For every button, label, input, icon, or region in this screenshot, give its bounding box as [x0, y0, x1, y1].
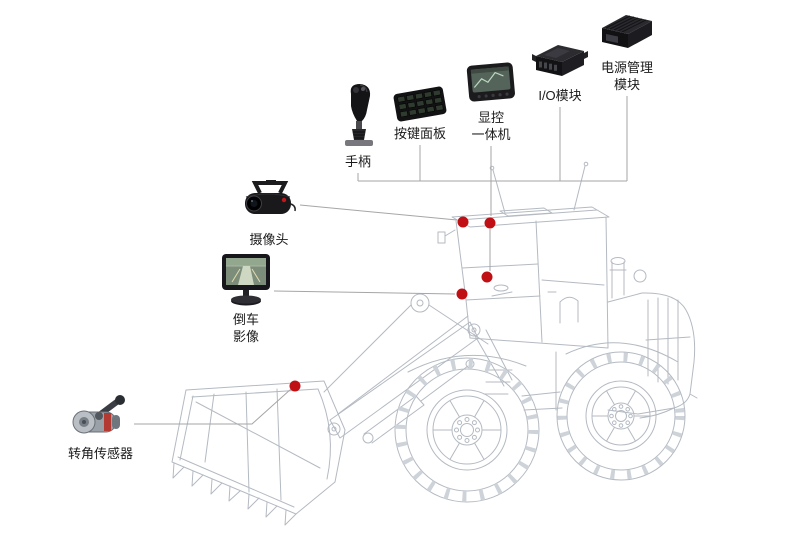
component-label: 手柄 [344, 154, 371, 169]
marker-windshield [481, 271, 493, 283]
component-label: 摄像头 [249, 232, 289, 247]
component-keypad: 按键面板 [392, 82, 448, 143]
component-label: 转角传感器 [68, 446, 134, 461]
power-module-icon [602, 15, 652, 48]
component-joystick: 手柄 [336, 82, 380, 171]
component-angle-sensor: 转角传感器 [68, 394, 134, 463]
front-tyre-tread [395, 358, 539, 502]
display-unit-icon [466, 62, 515, 102]
component-power-module: 电源管理 模块 [596, 10, 658, 94]
marker-cab-roof-left [457, 216, 469, 228]
component-label: 显控 一体机 [471, 110, 511, 142]
component-label: I/O模块 [538, 88, 582, 103]
line-rearview-monitor [273, 290, 456, 295]
camera-icon [245, 180, 296, 214]
component-label: 电源管理 模块 [600, 60, 653, 92]
component-io-module: I/O模块 [530, 40, 590, 105]
marker-cab-roof-right [484, 217, 496, 229]
component-camera: 摄像头 [240, 180, 298, 249]
component-label: 倒车 影像 [232, 312, 259, 344]
marker-cab-lower [456, 288, 468, 300]
line-camera [299, 204, 458, 221]
rearview-monitor-icon [222, 254, 270, 306]
io-module-icon [532, 45, 588, 76]
marker-boom [289, 380, 301, 392]
keypad-icon [393, 86, 447, 122]
component-label: 按键面板 [393, 126, 446, 141]
component-rearview-monitor: 倒车 影像 [220, 252, 272, 346]
joystick-icon [345, 84, 373, 146]
rear-tyre-tread [557, 352, 685, 480]
angle-sensor-icon [72, 395, 125, 434]
component-display-unit: 显控 一体机 [466, 60, 516, 144]
line-angle-sensor [134, 388, 292, 425]
